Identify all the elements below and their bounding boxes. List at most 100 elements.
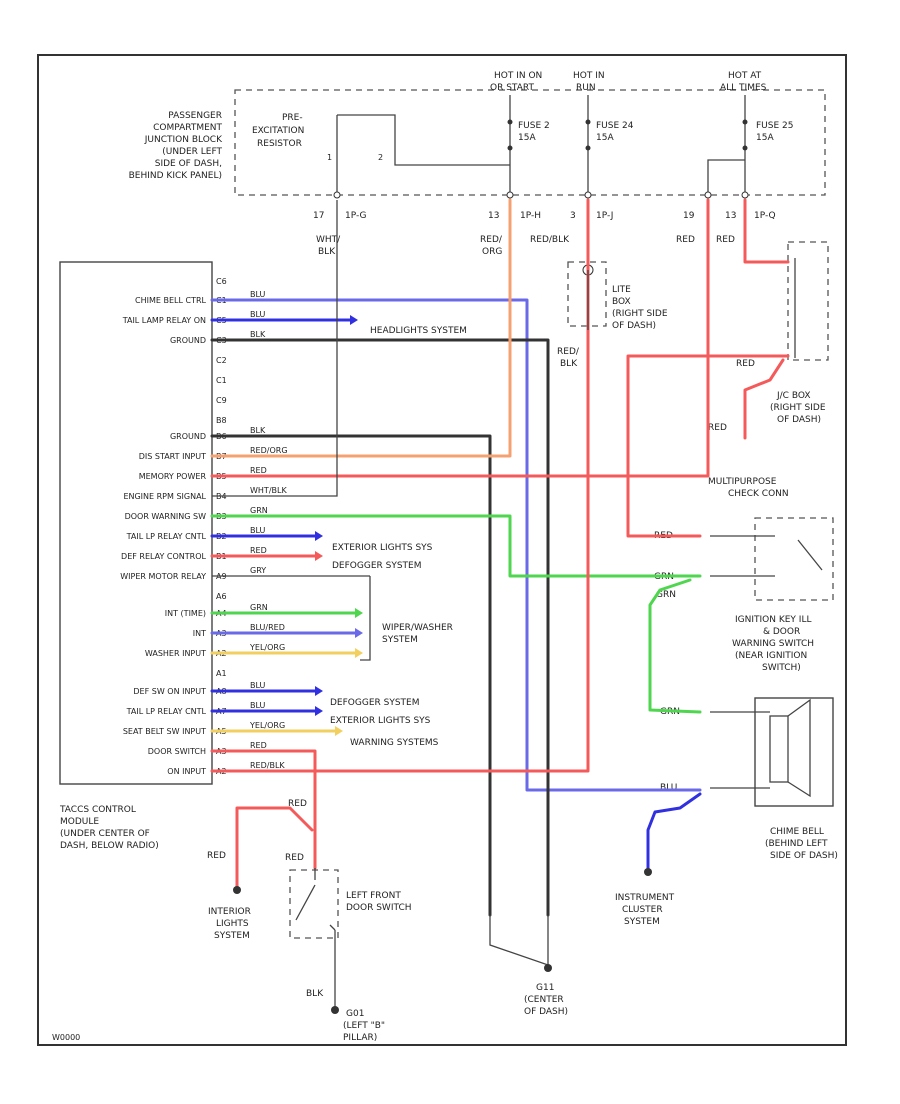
dest-wiper-1: WIPER/WASHER	[382, 623, 453, 633]
ign-line-1: IGNITION KEY ILL	[735, 615, 811, 625]
ign-line-2: & DOOR	[763, 627, 800, 637]
arrow-warning	[335, 726, 343, 736]
pin-3-terminal	[584, 191, 592, 199]
chime-line-2: (BEHIND LEFT	[765, 839, 828, 849]
jb-line-2: COMPARTMENT	[153, 123, 222, 133]
module-wire-color-3: BLK	[250, 426, 266, 435]
red-label-door-2: RED	[285, 853, 304, 863]
wire-memory-power	[210, 198, 710, 478]
arrow-heads	[233, 315, 652, 894]
wht-blk-1: WHT/	[316, 235, 341, 245]
module-wire-color-5: RED	[250, 466, 267, 475]
resistor-line-3: RESISTOR	[257, 139, 302, 149]
module-wire-color-15: BLU	[250, 701, 266, 710]
fuse-25-amp: 15A	[756, 133, 774, 143]
red-blk2-1: RED/	[557, 347, 580, 357]
wiper-bracket	[360, 576, 371, 661]
pin-3-conn: 1P-J	[596, 211, 613, 221]
multipurpose-line-1: MULTIPURPOSE	[708, 477, 777, 487]
resistor-pin-2: 2	[378, 153, 383, 162]
module-input-8: TAIL LP RELAY CNTL	[126, 532, 207, 541]
arrow-defogger-1	[315, 551, 323, 561]
module-input-11: INT (TIME)	[165, 609, 206, 618]
wire-door-switch	[210, 749, 317, 870]
red-label-19: RED	[676, 235, 695, 245]
door-switch-outline	[289, 869, 339, 939]
arrow-wiper-1	[355, 608, 363, 618]
g01-line-1: G01	[346, 1009, 364, 1019]
module-input-13: WASHER INPUT	[145, 649, 206, 658]
red-blk-label: RED/BLK	[530, 235, 570, 245]
jc-box-outline	[787, 241, 829, 361]
arrow-ext-lights-1	[315, 531, 323, 541]
module-input-4: DIS START INPUT	[139, 452, 206, 461]
chime-line-3: SIDE OF DASH)	[770, 851, 838, 861]
pin-13b: 13	[725, 211, 736, 221]
fuse-24-node-bottom	[585, 145, 591, 151]
taccs-label: TACCS CONTROL MODULE (UNDER CENTER OF DA…	[59, 805, 159, 851]
dest-defogger-2: DEFOGGER SYSTEM	[330, 698, 420, 708]
hot-labels: HOT IN ON OR START HOT IN RUN HOT AT ALL…	[490, 71, 767, 93]
lite-box-line-4: OF DASH)	[612, 321, 656, 331]
dest-headlights: HEADLIGHTS SYSTEM	[370, 326, 467, 336]
fuse-24-name: FUSE 24	[596, 121, 634, 131]
jc-box-line-2: (RIGHT SIDE	[770, 403, 826, 413]
red-blk2-2: BLK	[560, 359, 578, 369]
pin-19-terminal	[704, 191, 712, 199]
g01-line-3: PILLAR)	[343, 1033, 377, 1043]
hot-run-start-line1: HOT IN ON	[494, 71, 542, 81]
wire-fuse25-jc	[743, 198, 790, 264]
module-labels: C6C1C5C3C2C1C9B8B6B7B5B4B3B2B1A9A6A4A3A2…	[120, 277, 287, 776]
module-input-3: GROUND	[170, 432, 206, 441]
g11-line-2: (CENTER	[524, 995, 564, 1005]
module-input-15: TAIL LP RELAY CNTL	[126, 707, 207, 716]
hot-run-line1: HOT IN	[573, 71, 605, 81]
door-switch-line-1: LEFT FRONT	[346, 891, 401, 901]
fuse-2-node-bottom	[507, 145, 513, 151]
dest-defogger-1: DEFOGGER SYSTEM	[332, 561, 422, 571]
wire-engine-rpm	[212, 200, 338, 497]
resistor-body	[337, 114, 396, 145]
ground-g11-point	[544, 964, 552, 972]
lite-box-line-3: (RIGHT SIDE	[612, 309, 668, 319]
module-wire-color-18: RED/BLK	[250, 761, 285, 770]
pin-17: 17	[313, 211, 324, 221]
module-pin-lower-3: A1	[216, 669, 227, 678]
wires	[210, 198, 790, 1014]
wire-door-warning	[210, 514, 702, 578]
fuse-2-name: FUSE 2	[518, 121, 550, 131]
module-wire-color-0: BLU	[250, 290, 266, 299]
chime-line-1: CHIME BELL	[770, 827, 824, 837]
destination-labels: HEADLIGHTS SYSTEM EXTERIOR LIGHTS SYS DE…	[330, 326, 467, 748]
arrow-tail-lamp	[350, 315, 358, 325]
module-pin-upper-5: C1	[216, 376, 227, 385]
interior-line-1: INTERIOR	[208, 907, 251, 917]
door-switch-contact	[295, 868, 336, 931]
ignition-switch-arm	[797, 539, 823, 571]
fuses: FUSE 2 15A FUSE 24 15A FUSE 25 15A	[507, 95, 793, 195]
module-input-12: INT	[193, 629, 206, 638]
red-label-jc: RED	[736, 359, 755, 369]
dest-ext-lights-1: EXTERIOR LIGHTS SYS	[332, 543, 433, 553]
pin-19: 19	[683, 211, 695, 221]
module-pin-mid-8: A6	[216, 592, 227, 601]
module-pin-upper-4: C2	[216, 356, 227, 365]
jb-line-3: JUNCTION BLOCK	[144, 135, 223, 145]
ground-g01-point	[331, 1006, 339, 1014]
dest-warning: WARNING SYSTEMS	[350, 738, 439, 748]
module-input-2: GROUND	[170, 336, 206, 345]
module-input-17: DOOR SWITCH	[148, 747, 206, 756]
hot-all-line1: HOT AT	[728, 71, 762, 81]
lower-left-labels: RED RED RED INTERIOR LIGHTS SYSTEM LEFT …	[207, 799, 412, 1043]
arrow-wiper-3	[355, 648, 363, 658]
pin-13a: 13	[488, 211, 499, 221]
interior-line-2: LIGHTS	[216, 919, 249, 929]
module-input-5: MEMORY POWER	[139, 472, 207, 481]
wire-ground-lower	[210, 434, 492, 917]
jc-box: J/C BOX (RIGHT SIDE OF DASH) RED RED	[708, 241, 829, 433]
red-label-13: RED	[716, 235, 735, 245]
jb-line-6: BEHIND KICK PANEL)	[129, 171, 222, 181]
pin-3: 3	[570, 211, 576, 221]
g11-line-3: OF DASH)	[524, 1007, 568, 1017]
